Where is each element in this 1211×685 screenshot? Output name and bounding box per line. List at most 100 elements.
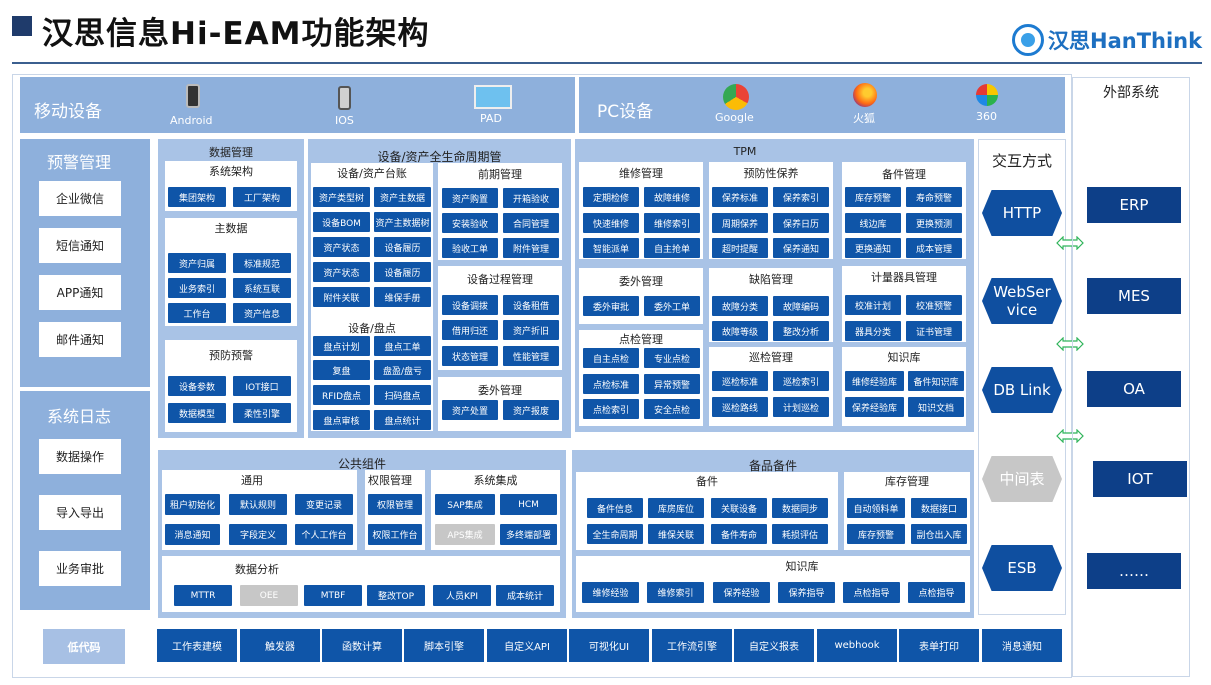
btn-device-transfer[interactable]: 设备调拨 bbox=[442, 295, 498, 315]
lc-visual-ui[interactable]: 可视化UI bbox=[569, 629, 649, 662]
btn-asset-status-2[interactable]: 资产状态 bbox=[313, 262, 370, 282]
btn-repair-index-kb[interactable]: 维修索引 bbox=[647, 582, 704, 603]
btn-oee[interactable]: OEE bbox=[240, 585, 298, 606]
btn-personal-workbench[interactable]: 个人工作台 bbox=[295, 524, 353, 545]
btn-aps-integ[interactable]: APS集成 bbox=[435, 524, 495, 545]
alert-app[interactable]: APP通知 bbox=[39, 275, 121, 310]
btn-fault-category[interactable]: 故障分类 bbox=[712, 296, 768, 316]
btn-repair-index[interactable]: 维修索引 bbox=[644, 213, 700, 233]
btn-patrol-index[interactable]: 巡检索引 bbox=[773, 371, 829, 391]
btn-stock-warning[interactable]: 库存预警 bbox=[847, 524, 905, 544]
lc-custom-api[interactable]: 自定义API bbox=[487, 629, 567, 662]
lc-workflow-engine[interactable]: 工作流引擎 bbox=[652, 629, 732, 662]
btn-check-review[interactable]: 盘点审核 bbox=[313, 410, 370, 430]
lc-script-engine[interactable]: 脚本引擎 bbox=[404, 629, 484, 662]
btn-device-bom[interactable]: 设备BOM bbox=[313, 212, 370, 232]
btn-attachment-mgmt[interactable]: 附件管理 bbox=[503, 238, 559, 258]
btn-cost-stats[interactable]: 成本统计 bbox=[496, 585, 554, 606]
alert-email[interactable]: 邮件通知 bbox=[39, 322, 121, 357]
btn-asset-disposal[interactable]: 资产处置 bbox=[442, 400, 498, 420]
interaction-webservice[interactable]: WebSer vice bbox=[982, 278, 1062, 324]
btn-knowledge-doc[interactable]: 知识文档 bbox=[908, 397, 964, 417]
btn-rectify-analysis[interactable]: 整改分析 bbox=[773, 321, 829, 341]
btn-replace-forecast[interactable]: 更换预测 bbox=[906, 213, 962, 233]
btn-tenant-init[interactable]: 租户初始化 bbox=[165, 494, 220, 515]
btn-inspect-guide-2[interactable]: 点检指导 bbox=[908, 582, 965, 603]
btn-hcm[interactable]: HCM bbox=[500, 494, 557, 515]
btn-inspect-index[interactable]: 点检索引 bbox=[583, 399, 639, 419]
btn-rfid-check[interactable]: RFID盘点 bbox=[313, 385, 370, 405]
btn-maint-exp-lib[interactable]: 保养经验库 bbox=[845, 397, 904, 417]
lc-trigger[interactable]: 触发器 bbox=[240, 629, 320, 662]
btn-asset-info[interactable]: 资产信息 bbox=[233, 303, 291, 323]
btn-inspect-standard[interactable]: 点检标准 bbox=[583, 374, 639, 394]
btn-performance-mgmt[interactable]: 性能管理 bbox=[503, 346, 559, 366]
btn-perm-mgmt[interactable]: 权限管理 bbox=[368, 494, 422, 515]
btn-asset-master[interactable]: 资产主数据 bbox=[374, 187, 431, 207]
btn-patrol-standard[interactable]: 巡检标准 bbox=[712, 371, 768, 391]
btn-outsource-order[interactable]: 委外工单 bbox=[644, 296, 700, 316]
btn-status-mgmt[interactable]: 状态管理 bbox=[442, 346, 498, 366]
btn-flex-engine[interactable]: 柔性引擎 bbox=[233, 403, 291, 423]
btn-maint-calendar[interactable]: 保养日历 bbox=[773, 213, 829, 233]
syslog-data-ops[interactable]: 数据操作 bbox=[39, 439, 121, 474]
lc-message-notify[interactable]: 消息通知 bbox=[982, 629, 1062, 662]
btn-contract-mgmt[interactable]: 合同管理 bbox=[503, 213, 559, 233]
lc-webhook[interactable]: webhook bbox=[817, 629, 897, 662]
btn-attachment-link[interactable]: 附件关联 bbox=[313, 287, 370, 307]
btn-spare-info[interactable]: 备件信息 bbox=[587, 498, 643, 518]
ext-iot[interactable]: IOT bbox=[1093, 461, 1187, 497]
btn-unbox-accept[interactable]: 开箱验收 bbox=[503, 188, 559, 208]
btn-maint-exp[interactable]: 保养经验 bbox=[713, 582, 770, 603]
btn-replace-notify[interactable]: 更换通知 bbox=[845, 238, 901, 258]
btn-warehouse-loc[interactable]: 库房库位 bbox=[648, 498, 704, 518]
btn-fault-code[interactable]: 故障编码 bbox=[773, 296, 829, 316]
alert-wecom[interactable]: 企业微信 bbox=[39, 181, 121, 216]
btn-maint-manual[interactable]: 维保手册 bbox=[374, 287, 431, 307]
btn-sap-integ[interactable]: SAP集成 bbox=[435, 494, 495, 515]
interaction-http[interactable]: HTTP bbox=[982, 190, 1062, 236]
btn-mtbf[interactable]: MTBF bbox=[304, 585, 362, 606]
btn-cost-mgmt[interactable]: 成本管理 bbox=[906, 238, 962, 258]
alert-sms[interactable]: 短信通知 bbox=[39, 228, 121, 263]
btn-periodic-repair[interactable]: 定期检修 bbox=[583, 187, 639, 207]
lc-form-print[interactable]: 表单打印 bbox=[899, 629, 979, 662]
btn-staff-kpi[interactable]: 人员KPI bbox=[433, 585, 491, 606]
btn-pro-inspect[interactable]: 专业点检 bbox=[644, 348, 700, 368]
btn-biz-index[interactable]: 业务索引 bbox=[168, 278, 226, 298]
btn-message-notify[interactable]: 消息通知 bbox=[165, 524, 220, 545]
btn-install-accept[interactable]: 安装验收 bbox=[442, 213, 498, 233]
btn-scan-check[interactable]: 扫码盘点 bbox=[374, 385, 431, 405]
btn-asset-type-tree[interactable]: 资产类型树 bbox=[313, 187, 370, 207]
btn-self-grab[interactable]: 自主抢单 bbox=[644, 238, 700, 258]
btn-maint-link[interactable]: 维保关联 bbox=[648, 524, 704, 544]
interaction-middle-table[interactable]: 中间表 bbox=[982, 456, 1062, 502]
btn-periodic-maint[interactable]: 周期保养 bbox=[712, 213, 768, 233]
btn-asset-master-tree[interactable]: 资产主数据树 bbox=[374, 212, 431, 232]
btn-full-lifecycle[interactable]: 全生命周期 bbox=[587, 524, 643, 544]
btn-fault-repair[interactable]: 故障维修 bbox=[644, 187, 700, 207]
btn-outsource-approve[interactable]: 委外审批 bbox=[583, 296, 639, 316]
btn-fault-level[interactable]: 故障等级 bbox=[712, 321, 768, 341]
btn-device-params[interactable]: 设备参数 bbox=[168, 376, 226, 396]
lc-function-calc[interactable]: 函数计算 bbox=[322, 629, 402, 662]
btn-wear-assess[interactable]: 耗损评估 bbox=[772, 524, 828, 544]
btn-data-model[interactable]: 数据模型 bbox=[168, 403, 226, 423]
btn-stock-alert[interactable]: 库存预警 bbox=[845, 187, 901, 207]
btn-maint-notify[interactable]: 保养通知 bbox=[773, 238, 829, 258]
btn-calib-alert[interactable]: 校准预警 bbox=[906, 295, 962, 315]
btn-maint-guide[interactable]: 保养指导 bbox=[778, 582, 835, 603]
btn-auto-pick[interactable]: 自动领料单 bbox=[847, 498, 905, 518]
btn-patrol-route[interactable]: 巡检路线 bbox=[712, 397, 768, 417]
lc-sheet-model[interactable]: 工作表建模 bbox=[157, 629, 237, 662]
syslog-import-export[interactable]: 导入导出 bbox=[39, 495, 121, 530]
btn-check-stats[interactable]: 盘点统计 bbox=[374, 410, 431, 430]
btn-sys-interconnect[interactable]: 系统互联 bbox=[233, 278, 291, 298]
btn-timeout-remind[interactable]: 超时提醒 bbox=[712, 238, 768, 258]
btn-asset-scrap[interactable]: 资产报废 bbox=[503, 400, 559, 420]
btn-data-sync[interactable]: 数据同步 bbox=[772, 498, 828, 518]
btn-spare-life[interactable]: 备件寿命 bbox=[711, 524, 767, 544]
btn-depreciation[interactable]: 资产折旧 bbox=[503, 320, 559, 340]
btn-spare-kb[interactable]: 备件知识库 bbox=[908, 371, 964, 391]
btn-quick-repair[interactable]: 快速维修 bbox=[583, 213, 639, 233]
